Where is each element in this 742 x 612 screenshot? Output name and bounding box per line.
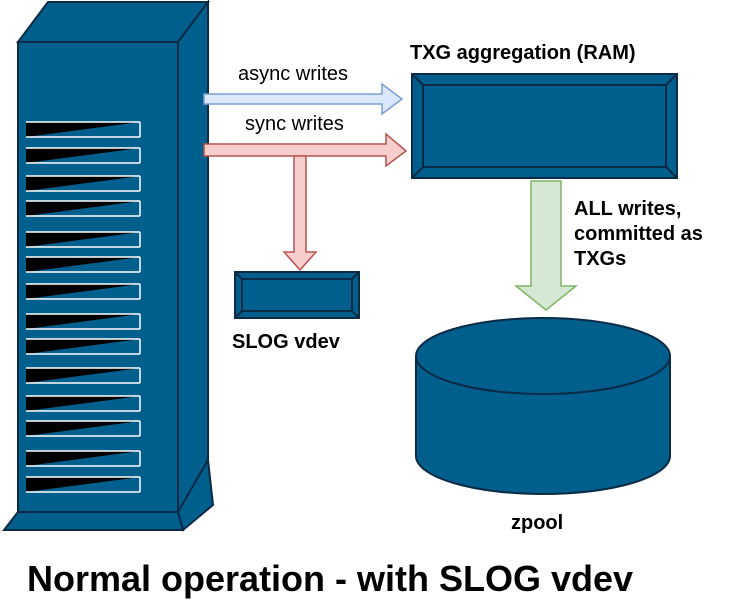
slog-vdev-box bbox=[234, 271, 360, 319]
drive-bay-10 bbox=[26, 367, 141, 384]
zpool-label: zpool bbox=[511, 512, 564, 534]
zpool-cylinder-icon bbox=[415, 317, 671, 495]
slog-vdev-label: SLOG vdev bbox=[232, 331, 340, 353]
all-writes-line-2: committed as bbox=[574, 223, 703, 245]
drive-bay-4 bbox=[26, 200, 141, 217]
async-writes-arrow bbox=[203, 82, 404, 116]
drive-bay-5 bbox=[26, 231, 141, 248]
diagram-caption: Normal operation - with SLOG vdev bbox=[27, 558, 634, 599]
txg-aggregation-label: TXG aggregation (RAM) bbox=[410, 42, 636, 64]
txg-aggregation-box bbox=[411, 73, 678, 179]
all-writes-line-3: TXGs bbox=[574, 248, 627, 270]
drive-bay-14 bbox=[26, 476, 141, 493]
all-writes-label: ALL writes, committed as TXGs bbox=[574, 197, 734, 272]
drive-bay-7 bbox=[26, 283, 141, 300]
drive-bay-13 bbox=[26, 450, 141, 467]
sync-to-slog-arrow bbox=[282, 155, 318, 272]
commit-txg-arrow bbox=[513, 180, 579, 311]
drive-bay-1 bbox=[26, 121, 141, 138]
drive-bay-8 bbox=[26, 313, 141, 330]
all-writes-line-1: ALL writes, bbox=[574, 198, 682, 220]
drive-bay-2 bbox=[26, 147, 141, 164]
drive-bay-3 bbox=[26, 175, 141, 192]
async-writes-label: async writes bbox=[238, 63, 349, 85]
drive-bay-12 bbox=[26, 420, 141, 437]
sync-writes-label: sync writes bbox=[245, 113, 344, 135]
server-tower-icon bbox=[1, 0, 215, 532]
drive-bay-11 bbox=[26, 395, 141, 412]
drive-bay-9 bbox=[26, 338, 141, 355]
drive-bay-6 bbox=[26, 256, 141, 273]
sync-writes-arrow bbox=[203, 132, 408, 168]
drive-bays bbox=[26, 121, 141, 493]
